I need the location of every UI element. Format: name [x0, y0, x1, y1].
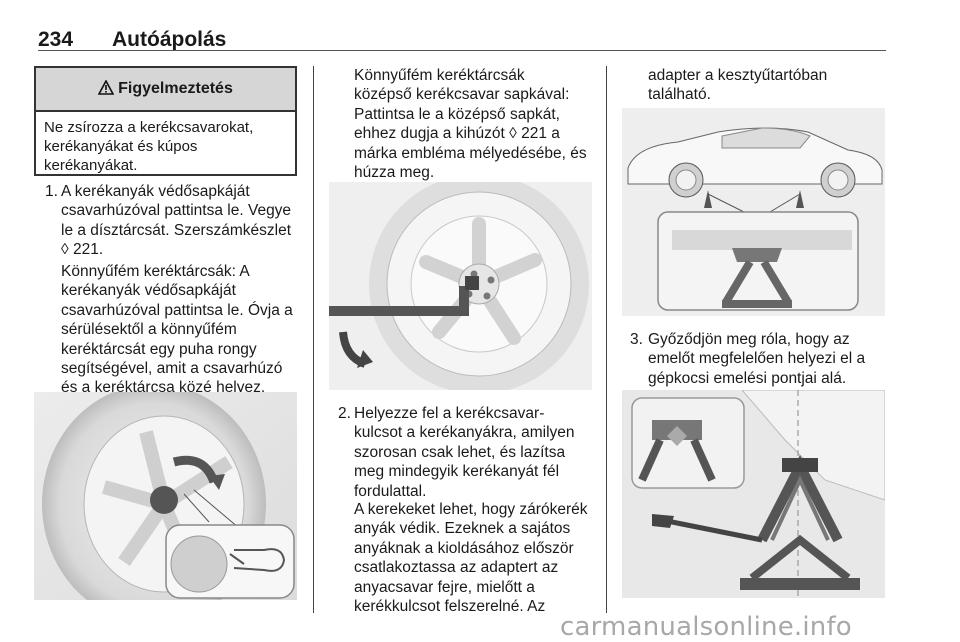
- text-line: kerékanyák védősapkáját: [61, 282, 236, 300]
- text-line: emelőt megfelelően helyezi el a: [648, 350, 866, 368]
- text-line: meg mindegyik kerékanyát fél: [354, 463, 560, 481]
- text-line: szorosan csak lehet, és lazítsa: [354, 443, 566, 461]
- text-line: Könnyűfém keréktárcsák: A: [61, 263, 250, 280]
- wheel-wrench-illustration: [329, 182, 592, 390]
- warning-line: kerékanyákat és kúpos: [44, 138, 198, 155]
- car-jacking-points-illustration: [622, 108, 885, 316]
- text-line: található.: [648, 86, 711, 104]
- column-divider-1: [313, 66, 314, 613]
- text-line: le a dísztárcsát. Szerszámkészlet: [61, 221, 291, 239]
- text-line: csavarhúzóval pattintsa le. Óvja a: [61, 301, 293, 319]
- text-line: húzza meg.: [354, 164, 435, 182]
- step-2-text: Helyezze fel a kerékcsavar- kulcsot a ke…: [354, 404, 575, 501]
- text-line: középső kerékcsavar sapkával:: [354, 86, 570, 104]
- text-line: anyák védik. Ezeknek a sajátos: [354, 520, 571, 538]
- watermark: carmanualsonline.info: [560, 612, 852, 642]
- step-1-extra-text: Könnyűfém keréktárcsák: A kerékanyák véd…: [61, 262, 293, 398]
- text-line: csatlakoztassa az adaptert az: [354, 559, 559, 577]
- warning-text: Ne zsírozza a kerékcsavarokat, kerékanyá…: [36, 112, 295, 175]
- text-line: kerékkulcsot felszerelné. Az: [354, 598, 546, 616]
- text-line: segítségével, amit a csavarhúzó: [61, 360, 283, 378]
- wheel-cap-removal-illustration: [34, 392, 297, 600]
- step-number-3: 3.: [630, 331, 643, 348]
- text-line: Helyezze fel a kerékcsavar-: [354, 405, 545, 422]
- warning-triangle-icon: [97, 78, 115, 99]
- text-line: adapter a kesztyűtartóban: [648, 67, 828, 84]
- text-line: gépkocsi emelési pontjai alá.: [648, 369, 847, 387]
- step-3-text: Győződjön meg róla, hogy az emelőt megfe…: [648, 330, 865, 388]
- text-line: anyáknak a kioldásához először: [354, 539, 574, 557]
- warning-line: kerékanyákat.: [44, 157, 138, 174]
- step-2-extra-text: A kerekeket lehet, hogy zárókerék anyák …: [354, 500, 588, 616]
- text-line: ◊ 221.: [61, 241, 104, 259]
- header-rule: [38, 50, 886, 51]
- text-line: Győződjön meg róla, hogy az: [648, 331, 850, 348]
- text-line: kulcsot a kerékanyákra, amilyen: [354, 424, 575, 442]
- adapter-location-text: adapter a kesztyűtartóban található.: [648, 66, 827, 105]
- text-line: A kerékanyák védősapkáját: [61, 183, 250, 200]
- warning-line: Ne zsírozza a kerékcsavarokat,: [44, 119, 254, 136]
- step-number-2: 2.: [338, 405, 351, 422]
- text-line: Pattintsa le a középső sapkát,: [354, 105, 560, 123]
- text-line: csavarhúzóval pattintsa le. Vegye: [61, 202, 292, 220]
- text-line: sérülésektől a könnyűfém: [61, 321, 237, 339]
- step-number-1: 1.: [45, 183, 58, 200]
- text-line: anyacsavar fejre, mielőtt a: [354, 578, 535, 596]
- text-line: fordulattal.: [354, 482, 427, 500]
- column-divider-2: [606, 66, 607, 613]
- page-title: Autóápolás: [112, 28, 227, 51]
- warning-header: Figyelmeztetés: [36, 68, 295, 112]
- step-1-text: A kerékanyák védősapkáját csavarhúzóval …: [61, 182, 291, 260]
- text-line: A kerekeket lehet, hogy zárókerék: [354, 501, 588, 518]
- jack-placement-illustration: [622, 390, 885, 598]
- text-line: Könnyűfém keréktárcsák: [354, 67, 525, 84]
- text-line: keréktárcsát egy puha rongy: [61, 340, 257, 358]
- warning-title: Figyelmeztetés: [118, 80, 233, 97]
- alloy-wheel-intro-text: Könnyűfém keréktárcsák középső kerékcsav…: [354, 66, 587, 182]
- text-line: márka embléma mélyedésébe, és: [354, 144, 587, 162]
- text-line: ehhez dugja a kihúzót ◊ 221 a: [354, 125, 560, 143]
- page-number: 234: [38, 28, 74, 51]
- warning-box: Figyelmeztetés Ne zsírozza a kerékcsavar…: [34, 66, 297, 176]
